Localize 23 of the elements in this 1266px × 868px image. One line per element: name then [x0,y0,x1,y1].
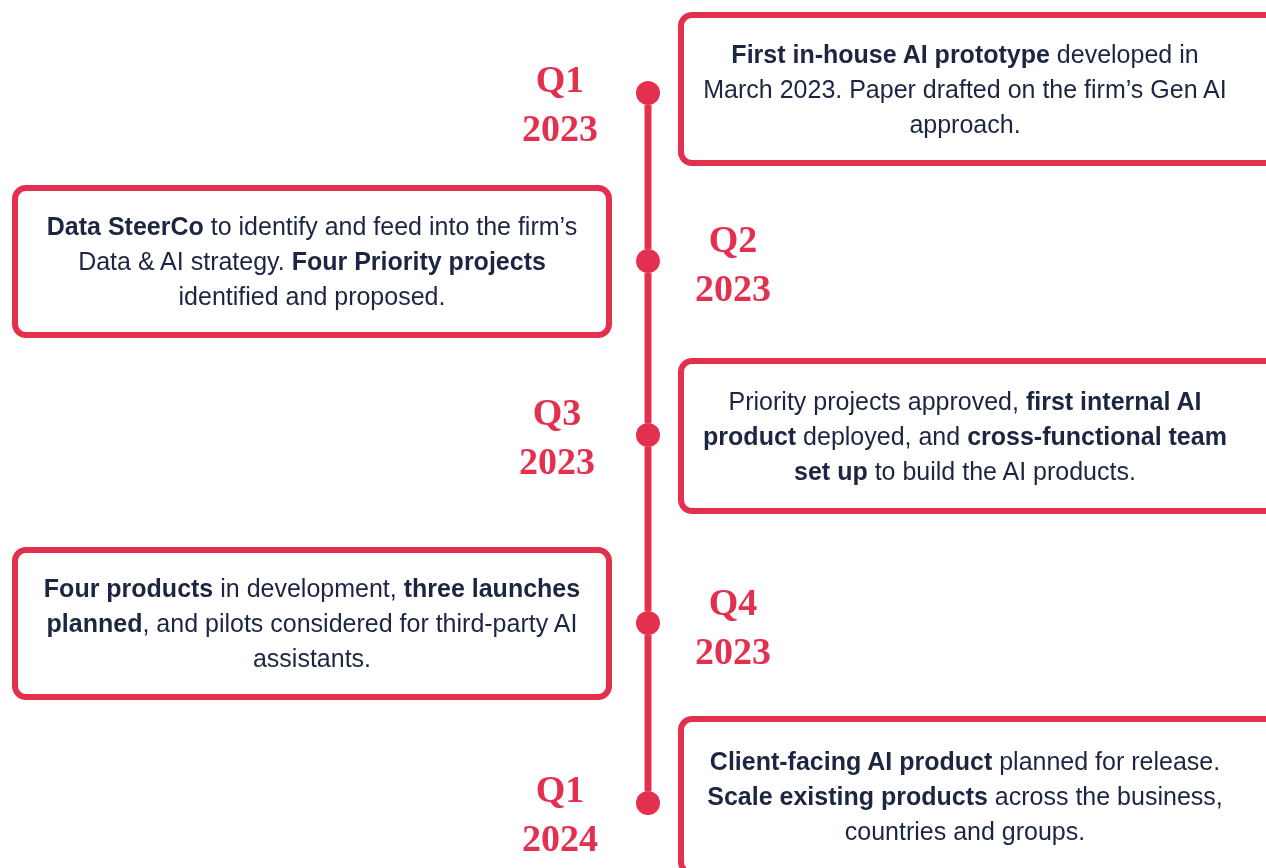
quarter-label: Q2 2023 [694,217,772,311]
event-description: Client-facing AI product planned for release. Scale existing products across the business, countries and groups. [706,745,1224,847]
timeline-dot [636,611,660,635]
event-description: Four products in development, three launches planned, and pilots considered for third-party AI assistants. [42,573,582,674]
quarter-label: Q1 2024 [521,767,599,861]
timeline-line [644,447,652,611]
timeline-dot [636,249,660,273]
event-card [678,716,1266,868]
event-card [678,358,1266,514]
timeline-dot [636,423,660,447]
event-card [12,185,612,338]
quarter-label: Q1 2023 [521,57,599,151]
quarter-label: Q4 2023 [694,580,772,674]
timeline-line [644,105,652,249]
event-description: Data SteerCo to identify and feed into the firm’s Data & AI strategy. Four Priority projects identified and proposed. [45,211,579,312]
event-card [12,547,612,700]
timeline-line [644,635,652,791]
timeline-line [644,273,652,423]
quarter-label: Q3 2023 [518,390,596,484]
event-description: First in-house AI prototype developed in March 2023. Paper drafted on the firm’s Gen AI approach. [702,38,1228,140]
timeline-dot [636,791,660,815]
event-description: Priority projects approved, first internal AI product deployed, and cross-functional team set up to build the AI products. [702,385,1228,487]
timeline-dot [636,81,660,105]
